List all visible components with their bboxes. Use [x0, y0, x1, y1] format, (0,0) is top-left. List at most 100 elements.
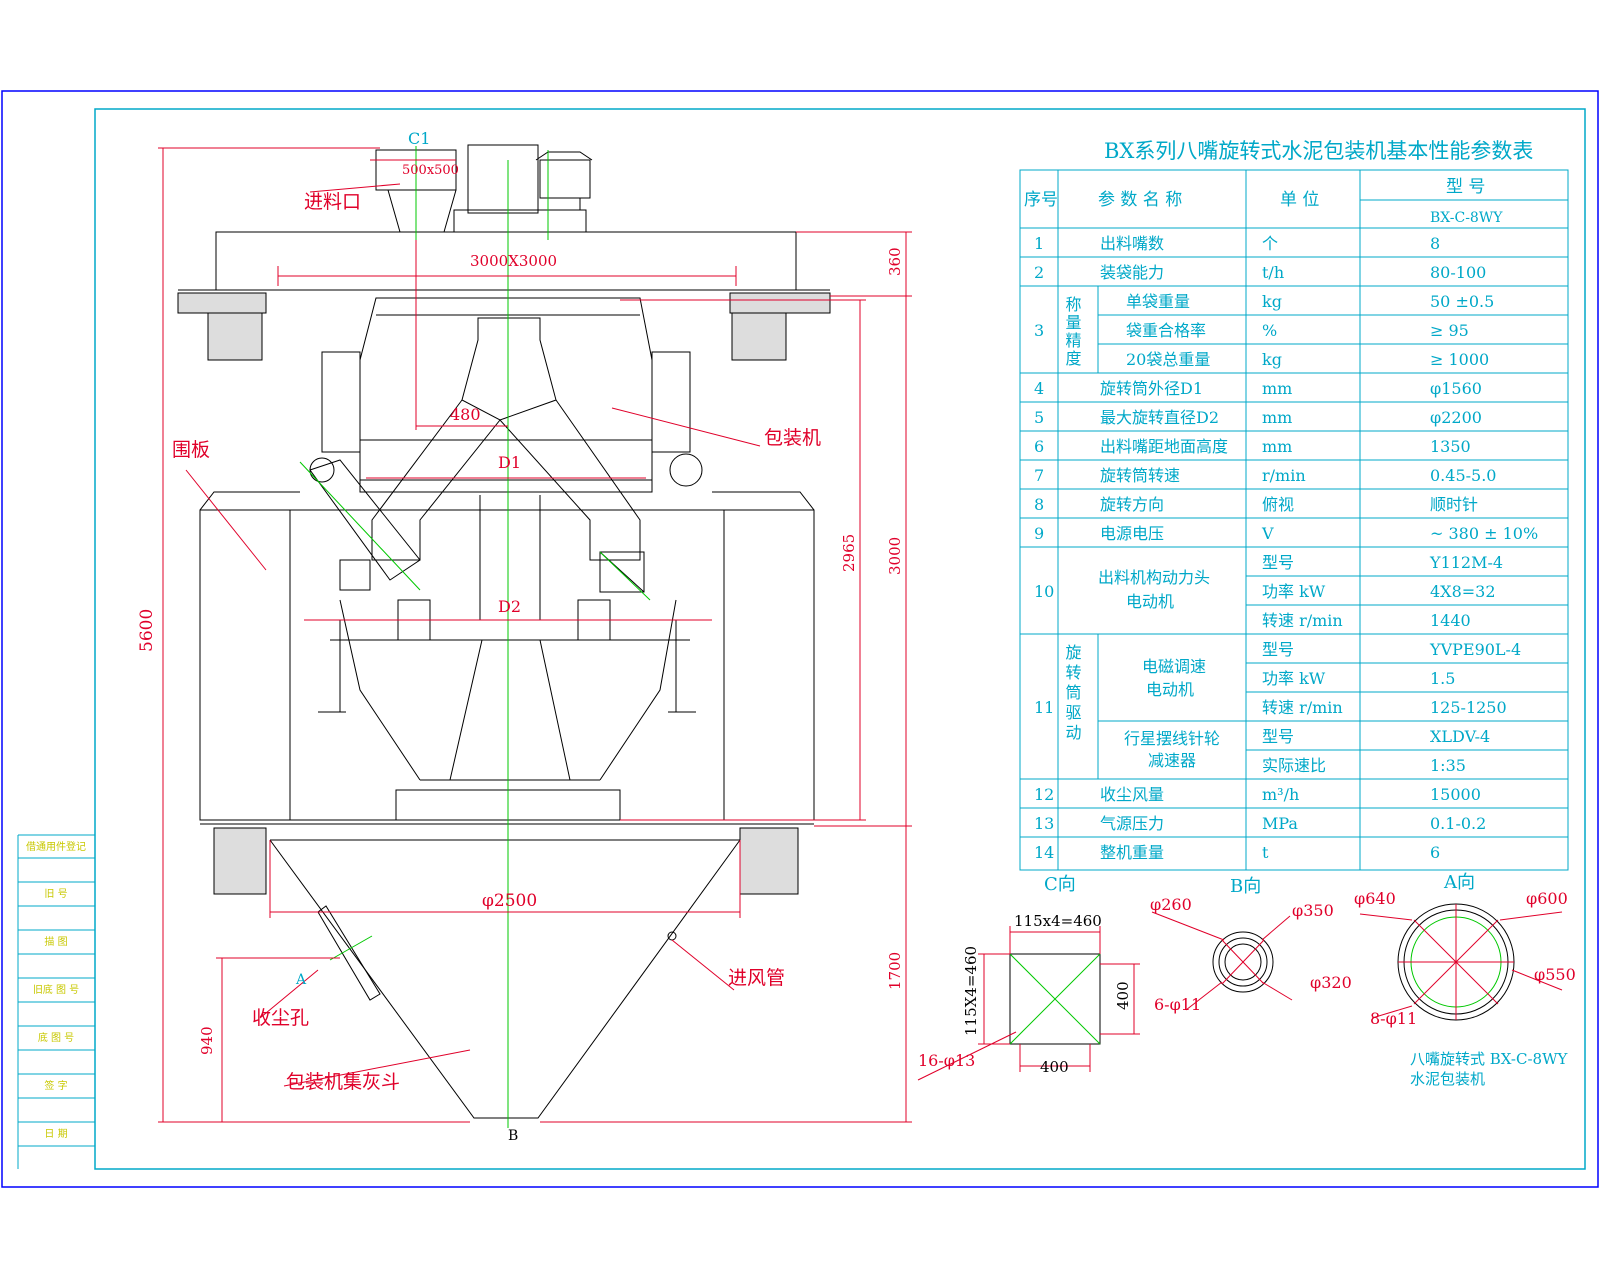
- table-cell-no: 5: [1034, 408, 1044, 427]
- table-cell-name: 单袋重量: [1126, 292, 1190, 311]
- label-phi2500: φ2500: [482, 891, 537, 911]
- label-platform-size: 3000X3000: [470, 252, 557, 270]
- table-cell-no: 1: [1034, 234, 1044, 253]
- group-drive11: 旋转筒驱动: [1063, 644, 1082, 744]
- side-strip: [17, 834, 95, 1169]
- label-b-mark: B: [508, 1128, 518, 1144]
- a-view-600: φ600: [1526, 889, 1568, 908]
- label-air-inlet: 进风管: [728, 967, 785, 989]
- table-cell-no: 4: [1034, 379, 1044, 398]
- machine-labels: C1 500x500 进料口 3000X3000 480 包装机 围板 D1 D…: [137, 129, 904, 1144]
- table-cell-unit: 实际速比: [1262, 756, 1326, 775]
- table-cell-name: 装袋能力: [1100, 263, 1164, 282]
- label-2965: 2965: [840, 534, 858, 572]
- header-model-value: BX-C-8WY: [1430, 210, 1503, 226]
- table-cell-unit: mm: [1262, 379, 1292, 398]
- table-cell-name: 旋转筒转速: [1100, 466, 1180, 485]
- table-cell-value: Y112M-4: [1429, 553, 1503, 572]
- table-cell-value: φ1560: [1430, 379, 1482, 398]
- strip-label-3: 描 图: [44, 935, 67, 948]
- table-cell-value: 1.5: [1430, 669, 1455, 688]
- table-cell-name: 收尘风量: [1100, 785, 1164, 804]
- label-hopper: 包装机集灰斗: [286, 1071, 400, 1093]
- table-cell-value: 0.45-5.0: [1430, 466, 1496, 485]
- table-cell-unit: 转速 r/min: [1262, 611, 1343, 630]
- table-cell-unit: 型号: [1262, 640, 1294, 659]
- table-cell-value: YVPE90L-4: [1429, 640, 1521, 659]
- label-940: 940: [198, 1026, 216, 1055]
- table-cell-value: 15000: [1430, 785, 1481, 804]
- header-param: 参 数 名 称: [1098, 190, 1182, 210]
- label-3000: 3000: [886, 537, 904, 575]
- label-360: 360: [886, 247, 904, 276]
- caption-line1: 八嘴旋转式 BX-C-8WY: [1410, 1050, 1569, 1068]
- table-cell-unit: t/h: [1262, 263, 1284, 282]
- label-packer: 包装机: [764, 427, 821, 449]
- table-cell-value: 80-100: [1430, 263, 1486, 282]
- table-cell-name: 出料嘴数: [1100, 234, 1164, 253]
- strip-label-5: 底 图 号: [38, 1031, 74, 1044]
- group-motor10-b: 电动机: [1126, 592, 1174, 611]
- table-cell-value: 顺时针: [1430, 495, 1478, 514]
- label-1700: 1700: [886, 952, 904, 990]
- table-cell-value: 1350: [1430, 437, 1471, 456]
- c-view-left: 115X4=460: [962, 946, 980, 1036]
- table-cell-unit: 转速 r/min: [1262, 698, 1343, 717]
- table-cell-name: 20袋总重量: [1126, 350, 1210, 369]
- table-cell-no: 14: [1034, 843, 1054, 862]
- table-cell-unit: MPa: [1262, 814, 1298, 833]
- table-cell-value: 1:35: [1430, 756, 1466, 775]
- table-cell-value: 1440: [1430, 611, 1471, 630]
- label-feed-size: 500x500: [402, 163, 459, 178]
- table-cell-name: 整机重量: [1100, 843, 1164, 862]
- param-table-grid: [1019, 169, 1569, 871]
- table-cell-no: 3: [1034, 321, 1044, 340]
- table-header: 序号 参 数 名 称 单 位 型 号 BX-C-8WY: [1024, 177, 1503, 226]
- table-cell-unit: r/min: [1262, 466, 1306, 485]
- table-cell-unit: m³/h: [1262, 785, 1299, 804]
- c-view-top: 115x4=460: [1014, 912, 1102, 930]
- table-cell-value: 50 ±0.5: [1430, 292, 1494, 311]
- header-model: 型 号: [1446, 177, 1485, 197]
- header-unit: 单 位: [1280, 190, 1319, 210]
- table-cell-value: 0.1-0.2: [1430, 814, 1486, 833]
- group-reducer-b: 减速器: [1148, 751, 1196, 770]
- table-cell-no: 8: [1034, 495, 1044, 514]
- table-cell-unit: %: [1262, 321, 1277, 340]
- label-480: 480: [450, 405, 481, 424]
- table-cell-value: 125-1250: [1430, 698, 1507, 717]
- table-cell-name: 旋转方向: [1100, 495, 1164, 514]
- table-cell-name: 袋重合格率: [1126, 321, 1206, 340]
- label-a-mark: A: [295, 972, 307, 988]
- table-cell-unit: 型号: [1262, 553, 1294, 572]
- table-cell-name: 气源压力: [1100, 814, 1164, 833]
- table-group-labels: 称量精度 出料机构动力头 电动机 旋转筒驱动 电磁调速 电动机 行星摆线针轮 减…: [1063, 296, 1221, 770]
- table-cell-value: 6: [1430, 843, 1440, 862]
- table-cell-name: 电源电压: [1100, 524, 1164, 543]
- label-fence: 围板: [172, 439, 210, 461]
- b-view-320: φ320: [1310, 973, 1352, 992]
- label-feed-port: 进料口: [304, 191, 361, 213]
- table-cell-no: 12: [1034, 785, 1054, 804]
- table-cell-no: 6: [1034, 437, 1044, 456]
- a-view-550: φ550: [1534, 965, 1576, 984]
- group-weigh: 称量精度: [1063, 296, 1082, 368]
- table-cell-value: 4X8=32: [1430, 582, 1496, 601]
- strip-label-1: 借通用件登记: [26, 840, 86, 853]
- b-view-title: B向: [1230, 876, 1261, 897]
- label-d1: D1: [498, 453, 521, 472]
- strip-label-7: 日 期: [44, 1128, 67, 1140]
- table-cell-unit: kg: [1262, 292, 1282, 311]
- c-view-title: C向: [1044, 874, 1076, 895]
- c-view-right: 400: [1114, 981, 1132, 1010]
- group-motor10-a: 出料机构动力头: [1098, 568, 1210, 587]
- label-d2: D2: [498, 597, 521, 616]
- table-title: BX系列八嘴旋转式水泥包装机基本性能参数表: [1104, 139, 1533, 163]
- table-cell-value: ≥ 1000: [1430, 350, 1489, 369]
- table-cell-name: 旋转筒外径D1: [1100, 379, 1203, 398]
- table-cell-name: 最大旋转直径D2: [1100, 408, 1219, 427]
- table-cell-value: 8: [1430, 234, 1440, 253]
- detail-views: [917, 903, 1563, 1081]
- group-motor11-b: 电动机: [1146, 680, 1194, 699]
